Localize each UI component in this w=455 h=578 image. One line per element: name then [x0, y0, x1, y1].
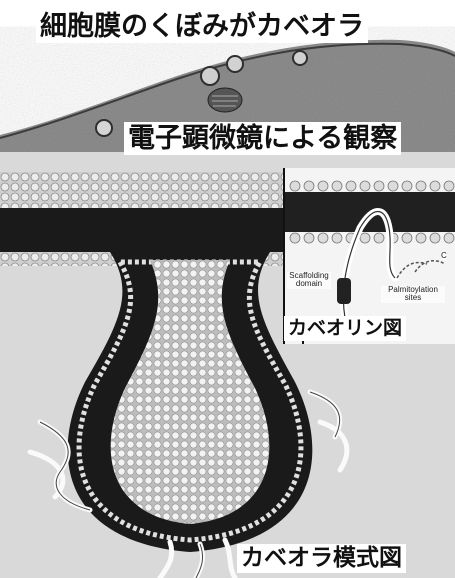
em-observation-caption: 電子顕微鏡による観察 [124, 122, 401, 155]
caveolae-model-caption: カベオラ模式図 [237, 544, 406, 573]
palmitoylation-sites-label: Palmitoylation sites [381, 286, 445, 303]
caveolin-figure-caption: カベオリン図 [284, 316, 406, 341]
scaffolding-domain-label: Scaffolding domain [287, 272, 331, 289]
c-terminus-label: C [441, 252, 447, 260]
top-title-caption: 細胞膜のくぼみがカベオラ [36, 10, 368, 43]
